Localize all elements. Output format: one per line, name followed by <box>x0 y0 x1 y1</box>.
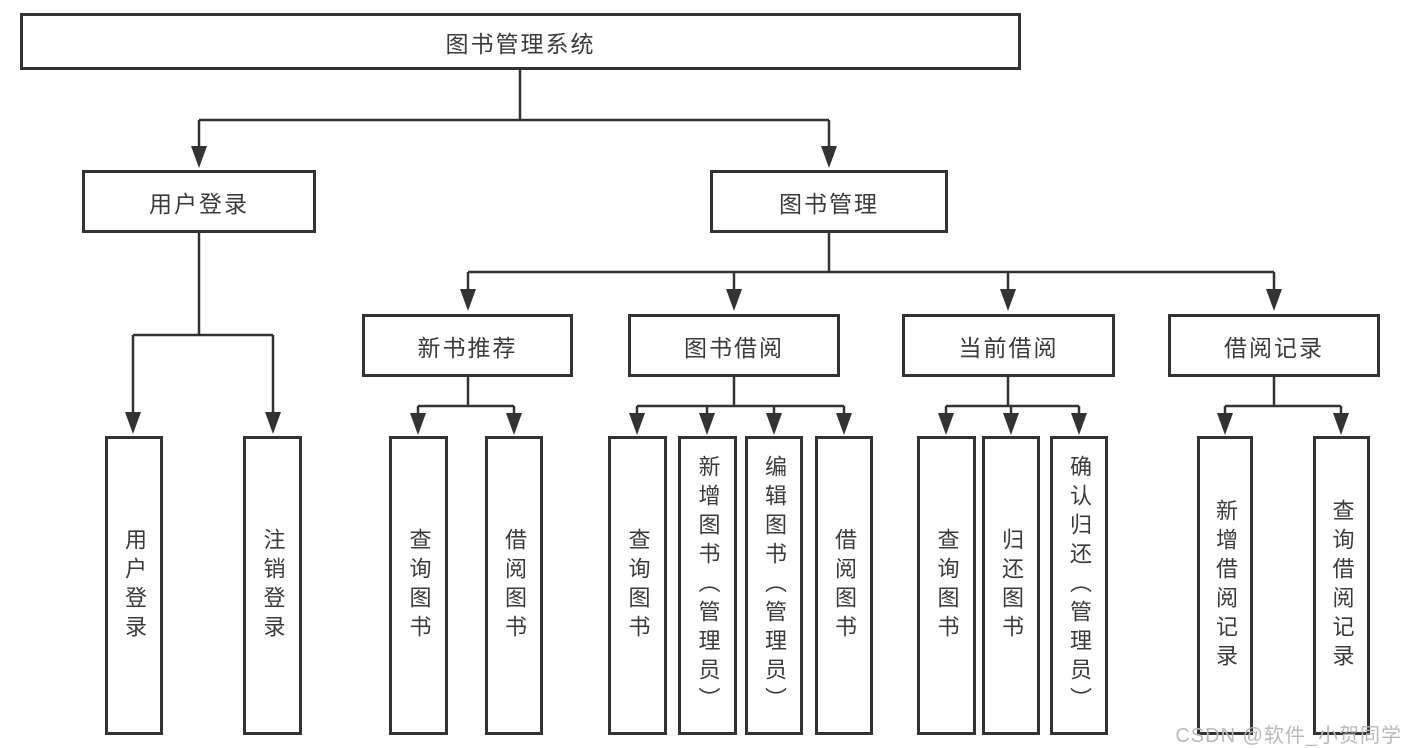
node-book-borrow: 图书借阅 <box>628 314 840 377</box>
leaf-borrow-add-books-admin: 新增图书（管理员） <box>678 436 737 735</box>
node-book-borrow-label: 图书借阅 <box>684 334 784 361</box>
connector-new-book <box>416 377 516 414</box>
leaf-newbook-query-books: 查询图书 <box>389 436 448 735</box>
connector-borrow-record <box>1223 377 1343 414</box>
connector-user-login <box>131 233 275 414</box>
node-book-mgmt-label: 图书管理 <box>779 190 879 217</box>
connector-current-borrow <box>944 377 1081 414</box>
arrowheads <box>125 146 1349 435</box>
connector-book-borrow <box>635 377 846 414</box>
leaf-borrow-edit-books-admin: 编辑图书（管理员） <box>745 436 803 735</box>
connector-root <box>197 70 831 148</box>
connector-book-mgmt <box>466 233 1276 290</box>
node-new-book-rec: 新书推荐 <box>362 314 573 377</box>
node-new-book-rec-label: 新书推荐 <box>417 334 518 361</box>
node-book-mgmt: 图书管理 <box>710 170 948 233</box>
node-current-borrow-label: 当前借阅 <box>958 334 1059 361</box>
leaf-current-return-books: 归还图书 <box>982 436 1040 735</box>
node-current-borrow: 当前借阅 <box>902 314 1115 377</box>
node-root-label: 图书管理系统 <box>445 30 596 57</box>
leaf-current-confirm-return-admin: 确认归还（管理员） <box>1050 436 1108 735</box>
leaf-current-query-books: 查询图书 <box>917 436 976 735</box>
leaf-newbook-borrow-books: 借阅图书 <box>485 436 543 735</box>
leaf-borrow-borrow-books: 借阅图书 <box>815 436 873 735</box>
node-root: 图书管理系统 <box>20 13 1021 70</box>
leaf-user-login: 用户登录 <box>105 436 163 735</box>
leaf-record-add-borrow-record: 新增借阅记录 <box>1197 436 1253 735</box>
node-user-login-label: 用户登录 <box>149 190 249 217</box>
csdn-watermark: CSDN @软件_小贺同学 <box>1175 725 1402 747</box>
node-user-login: 用户登录 <box>82 170 316 233</box>
leaf-logout: 注销登录 <box>243 436 302 735</box>
node-borrow-record: 借阅记录 <box>1168 314 1380 377</box>
leaf-record-query-borrow-record: 查询借阅记录 <box>1313 436 1370 735</box>
node-borrow-record-label: 借阅记录 <box>1224 334 1324 361</box>
leaf-borrow-query-books: 查询图书 <box>608 436 667 735</box>
